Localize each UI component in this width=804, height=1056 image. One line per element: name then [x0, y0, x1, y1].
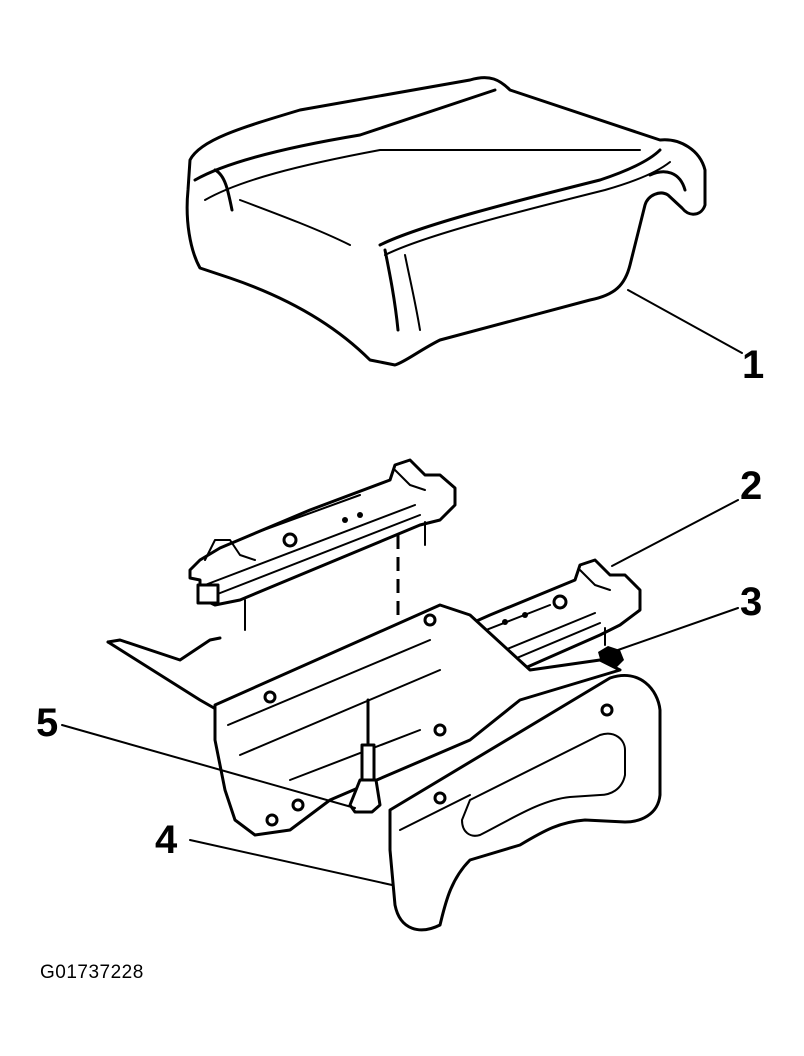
callout-4: 4 — [155, 818, 178, 862]
callout-1: 1 — [742, 343, 765, 387]
callout-3: 3 — [740, 580, 763, 624]
seat-riser-base — [106, 603, 662, 932]
figure-id-label: G01737228 — [40, 962, 144, 983]
seat-cushion — [185, 76, 707, 367]
leader-line-1 — [627, 289, 743, 354]
callout-5: 5 — [36, 701, 59, 745]
leader-line-3 — [617, 607, 739, 651]
seat-adjuster-left — [188, 458, 457, 631]
leader-line-4 — [189, 839, 393, 886]
leader-line-5 — [61, 724, 356, 809]
bolt — [348, 698, 382, 814]
callout-2: 2 — [740, 464, 763, 508]
leader-line-2 — [611, 499, 739, 567]
